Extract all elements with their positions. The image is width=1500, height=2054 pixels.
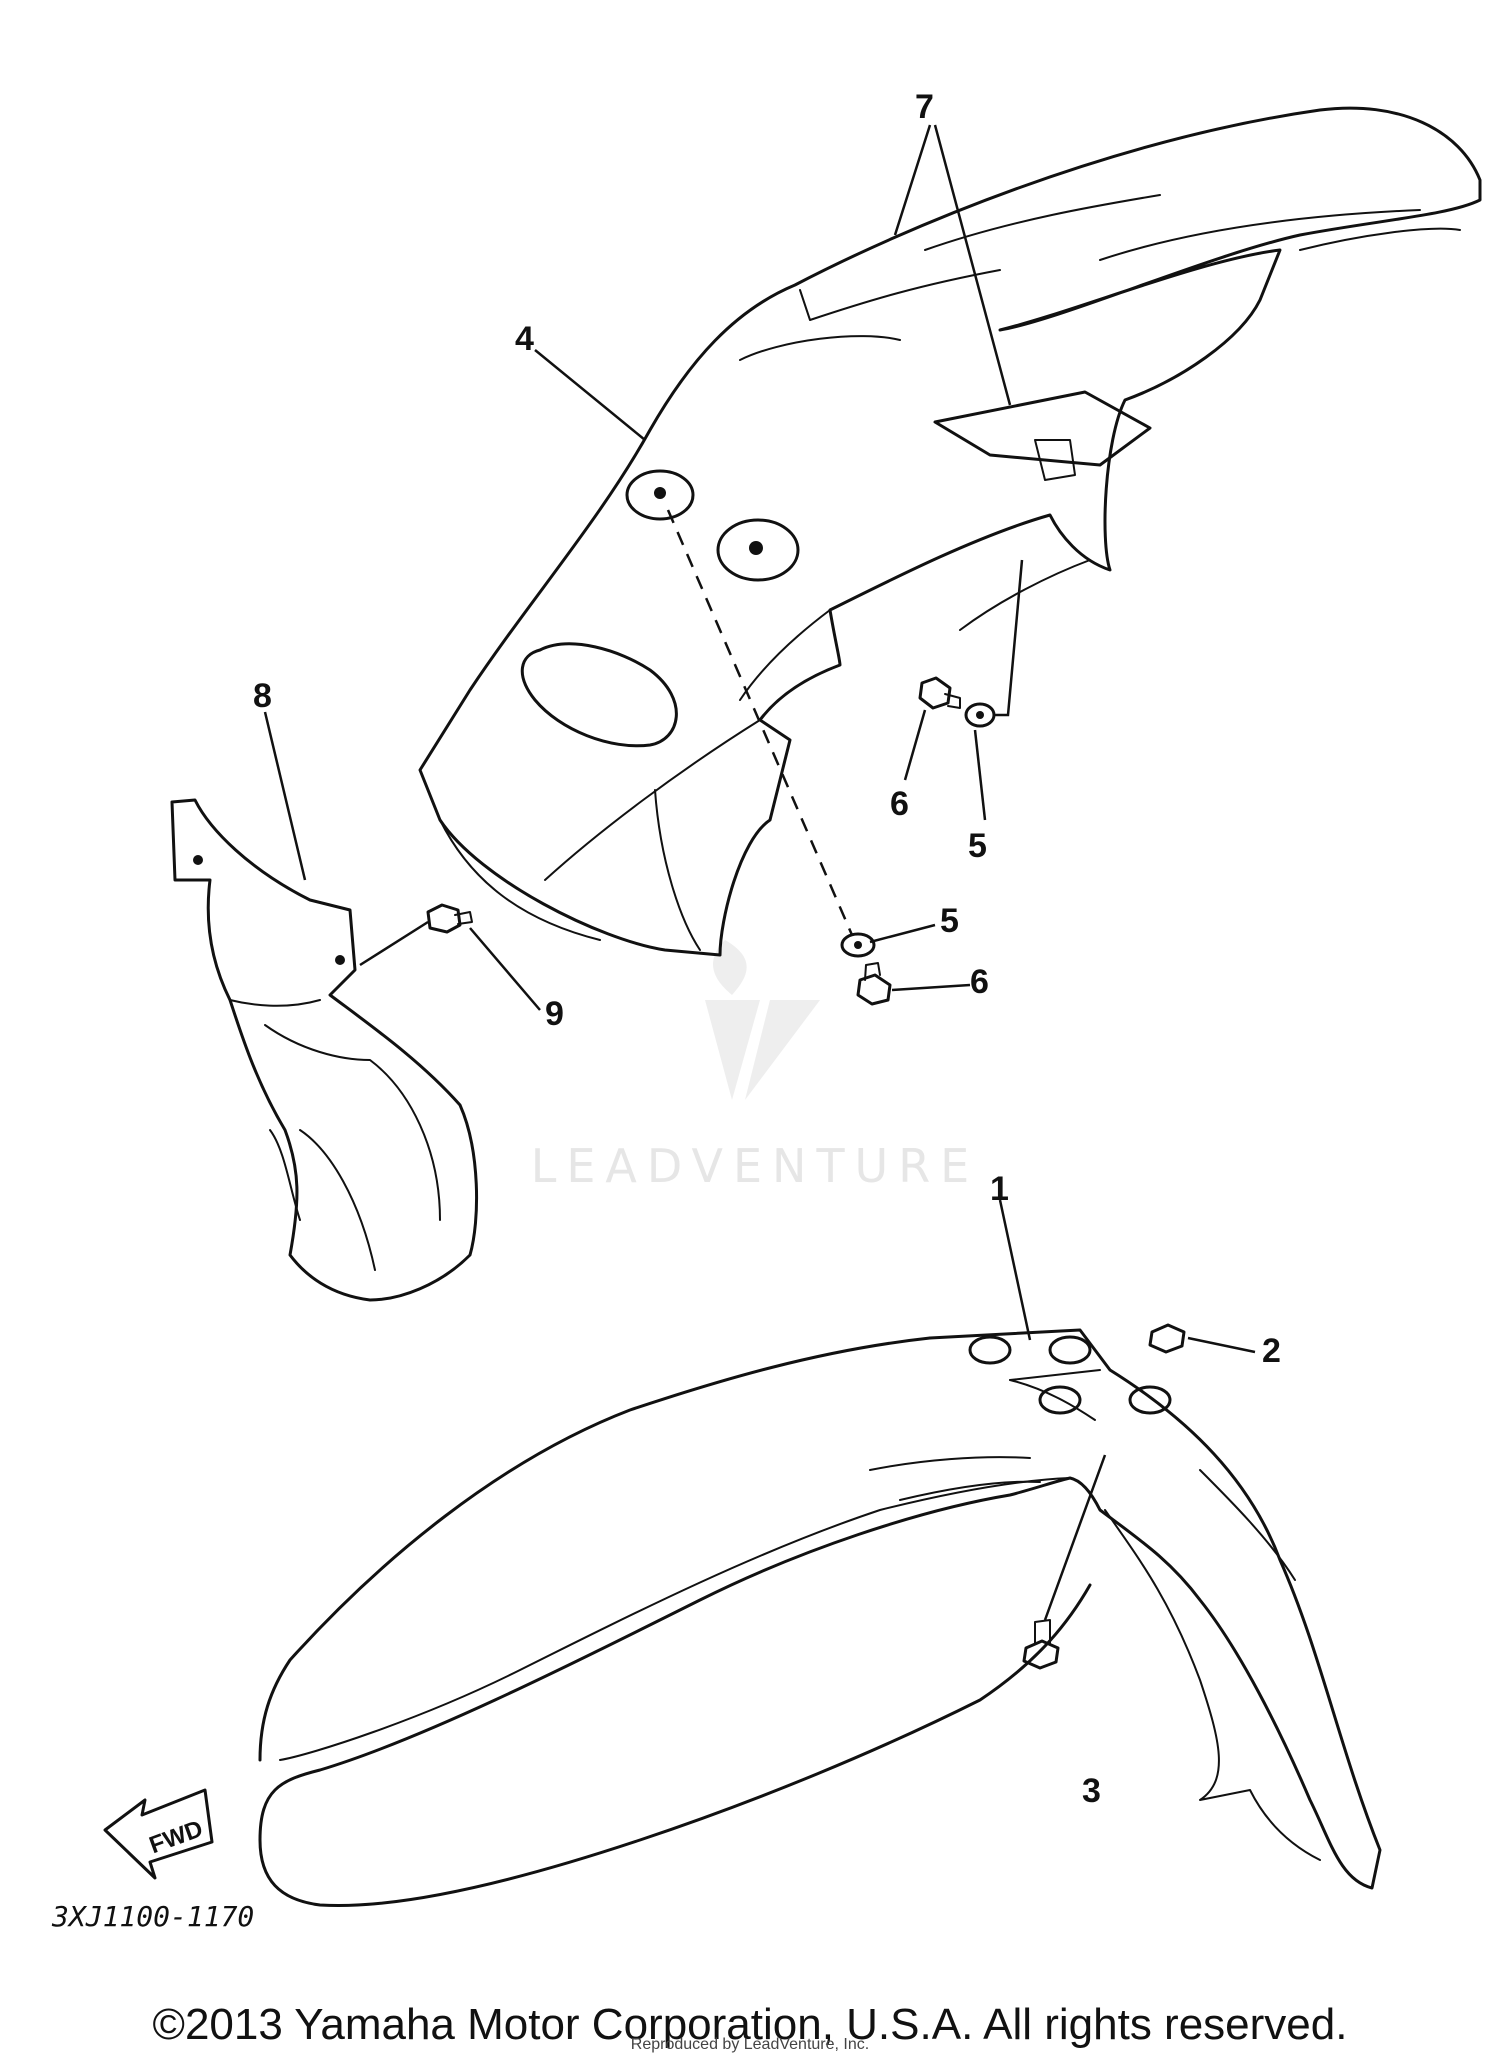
callout-8: 8 — [253, 677, 272, 715]
callout-1: 1 — [990, 1170, 1009, 1208]
screw-and-washer-right — [918, 559, 1024, 728]
callout-6-lower: 6 — [970, 963, 989, 1001]
callout-6-upper: 6 — [890, 785, 909, 823]
bolt-part-9 — [359, 903, 473, 967]
fwd-arrow: FWD — [103, 1788, 214, 1880]
nut-part-2 — [1148, 1323, 1186, 1354]
upper-fender-part-4 — [418, 106, 1482, 957]
callout-9: 9 — [545, 995, 564, 1033]
callout-2: 2 — [1262, 1332, 1281, 1370]
copyright-notice: ©2013 Yamaha Motor Corporation, U.S.A. A… — [152, 2000, 1348, 2049]
screw-and-washer-lower — [840, 932, 892, 1006]
callout-leaders — [263, 124, 1256, 1354]
watermark-text: LEADVENTURE — [531, 1139, 980, 1193]
callout-7: 7 — [915, 88, 934, 126]
front-fender-part-1 — [258, 1328, 1382, 1908]
reproduction-note: Reproduced by LeadVenture, Inc. — [630, 2036, 870, 2053]
leadventure-watermark: LEADVENTURE — [531, 940, 980, 1193]
bolt-part-3 — [1022, 1454, 1107, 1670]
callout-5-lower: 5 — [940, 902, 959, 940]
diagram-code: 3XJ1100-1170 — [51, 1900, 254, 1933]
callout-5-upper: 5 — [968, 827, 987, 865]
callout-4: 4 — [515, 320, 534, 358]
callout-3: 3 — [1082, 1772, 1101, 1810]
mounting-dash-line — [666, 509, 854, 936]
mud-guard-part-8 — [170, 798, 479, 1302]
